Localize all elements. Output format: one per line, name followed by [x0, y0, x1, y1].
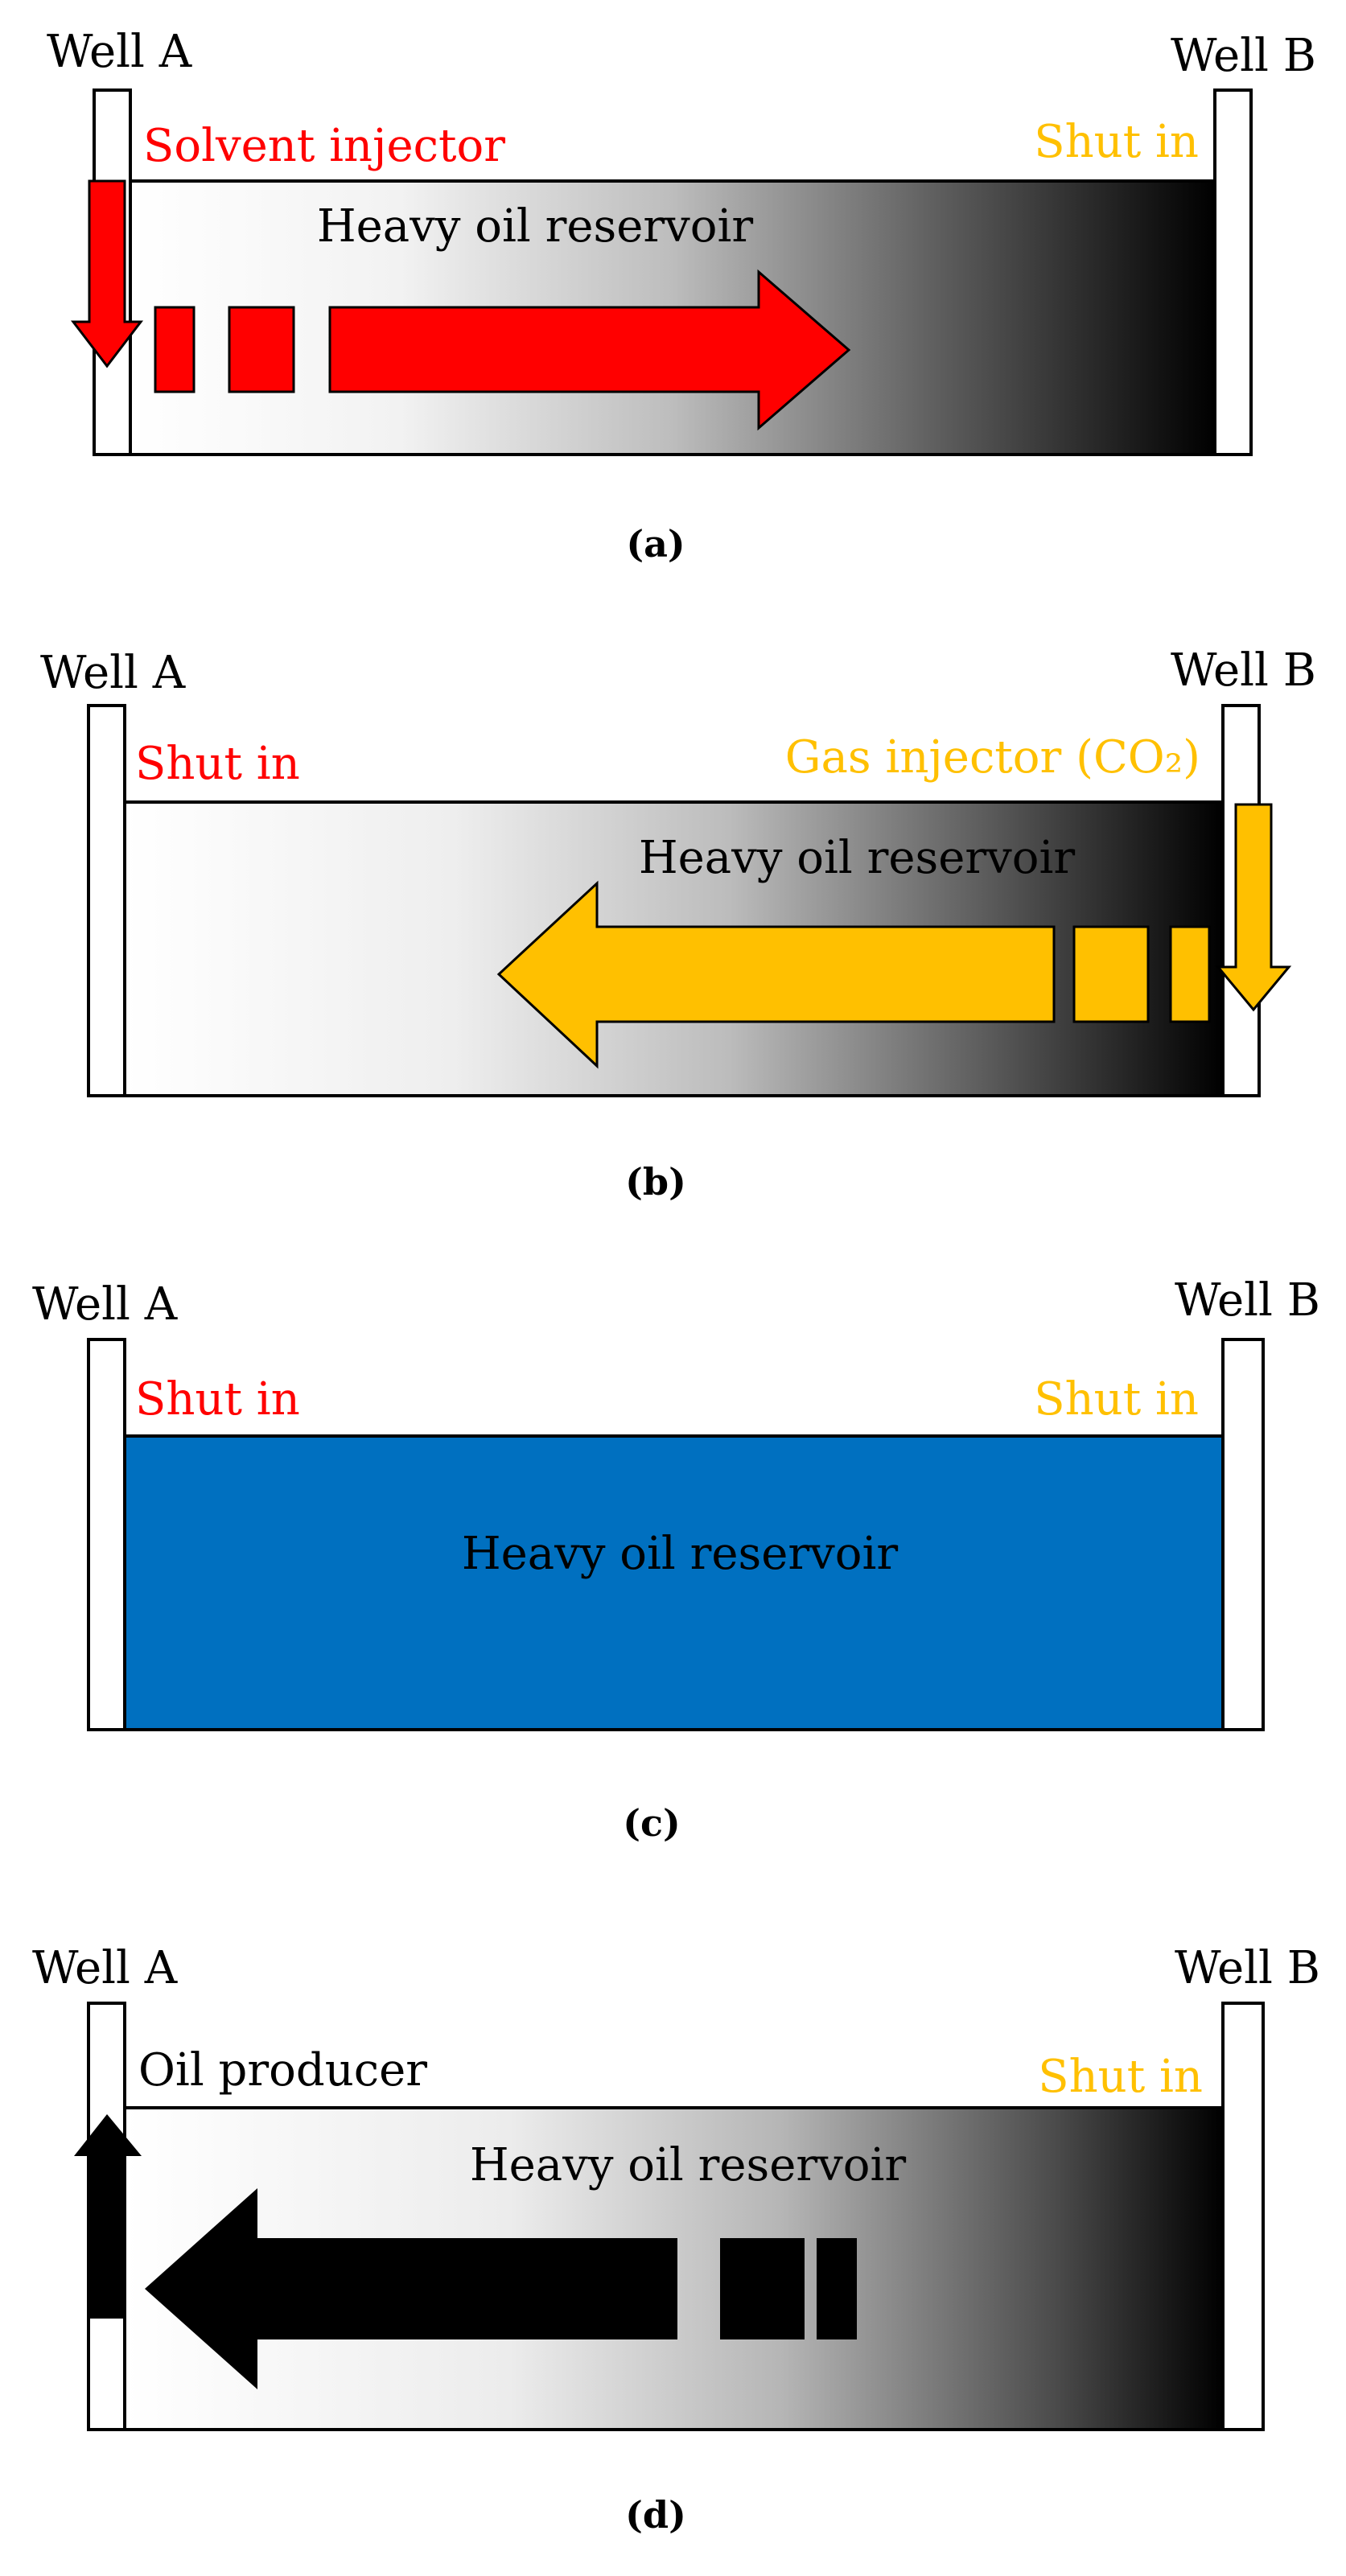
reservoir-c	[123, 1434, 1225, 1731]
right-status-label: Shut in	[1038, 2051, 1203, 2103]
well-a-label: Well A	[32, 1278, 178, 1331]
well-a-label: Well A	[40, 647, 186, 699]
panel-caption: (b)	[625, 1160, 686, 1204]
panel-a: Well A Well B Solvent injector Shut in H…	[47, 26, 1316, 566]
right-status-label: Gas injector (CO₂)	[785, 731, 1200, 784]
flow-arrow-right-icon	[328, 269, 851, 431]
flow-block-small	[1169, 925, 1211, 1023]
well-b-pipe	[1221, 2002, 1265, 2431]
panel-c: Well A Well B Shut in Shut in Heavy oil …	[32, 1274, 1320, 1845]
flow-arrow-left-icon	[145, 2188, 677, 2389]
flow-block-medium	[228, 306, 295, 393]
reservoir-label: Heavy oil reservoir	[470, 2139, 907, 2191]
well-b-pipe	[1221, 1338, 1265, 1731]
left-status-label: Oil producer	[138, 2044, 427, 2097]
flow-block-medium	[720, 2238, 805, 2339]
well-b-label: Well B	[1171, 644, 1316, 697]
injection-arrow-icon	[70, 179, 144, 368]
well-a-label: Well A	[47, 26, 192, 78]
right-status-label: Shut in	[1034, 1373, 1199, 1426]
reservoir-label: Heavy oil reservoir	[639, 832, 1076, 884]
well-a-pipe	[87, 1338, 126, 1731]
left-status-label: Solvent injector	[143, 120, 505, 172]
right-status-label: Shut in	[1034, 116, 1199, 168]
panel-caption: (d)	[625, 2493, 686, 2537]
production-arrow-up-icon	[74, 2114, 142, 2319]
flow-block-small	[817, 2238, 857, 2339]
well-a-label: Well A	[32, 1942, 178, 1994]
injection-arrow-icon	[1215, 803, 1292, 1012]
flow-block-medium	[1072, 925, 1150, 1023]
flow-block-small	[154, 306, 196, 393]
well-b-label: Well B	[1175, 1942, 1320, 1994]
panel-d: Well A Well B Oil producer Shut in Heavy…	[32, 1942, 1320, 2537]
left-status-label: Shut in	[135, 1373, 300, 1426]
well-b-pipe	[1213, 88, 1253, 456]
left-status-label: Shut in	[135, 738, 300, 790]
panel-caption: (a)	[626, 522, 685, 566]
reservoir-label: Heavy oil reservoir	[317, 200, 754, 253]
well-b-label: Well B	[1175, 1274, 1320, 1327]
well-a-pipe	[87, 704, 126, 1097]
reservoir-label: Heavy oil reservoir	[462, 1528, 899, 1580]
panel-caption: (c)	[623, 1801, 681, 1845]
panel-b: Well A Well B Shut in Gas injector (CO₂)…	[40, 644, 1316, 1204]
flow-arrow-left-icon	[496, 880, 1056, 1069]
well-b-label: Well B	[1171, 30, 1316, 82]
